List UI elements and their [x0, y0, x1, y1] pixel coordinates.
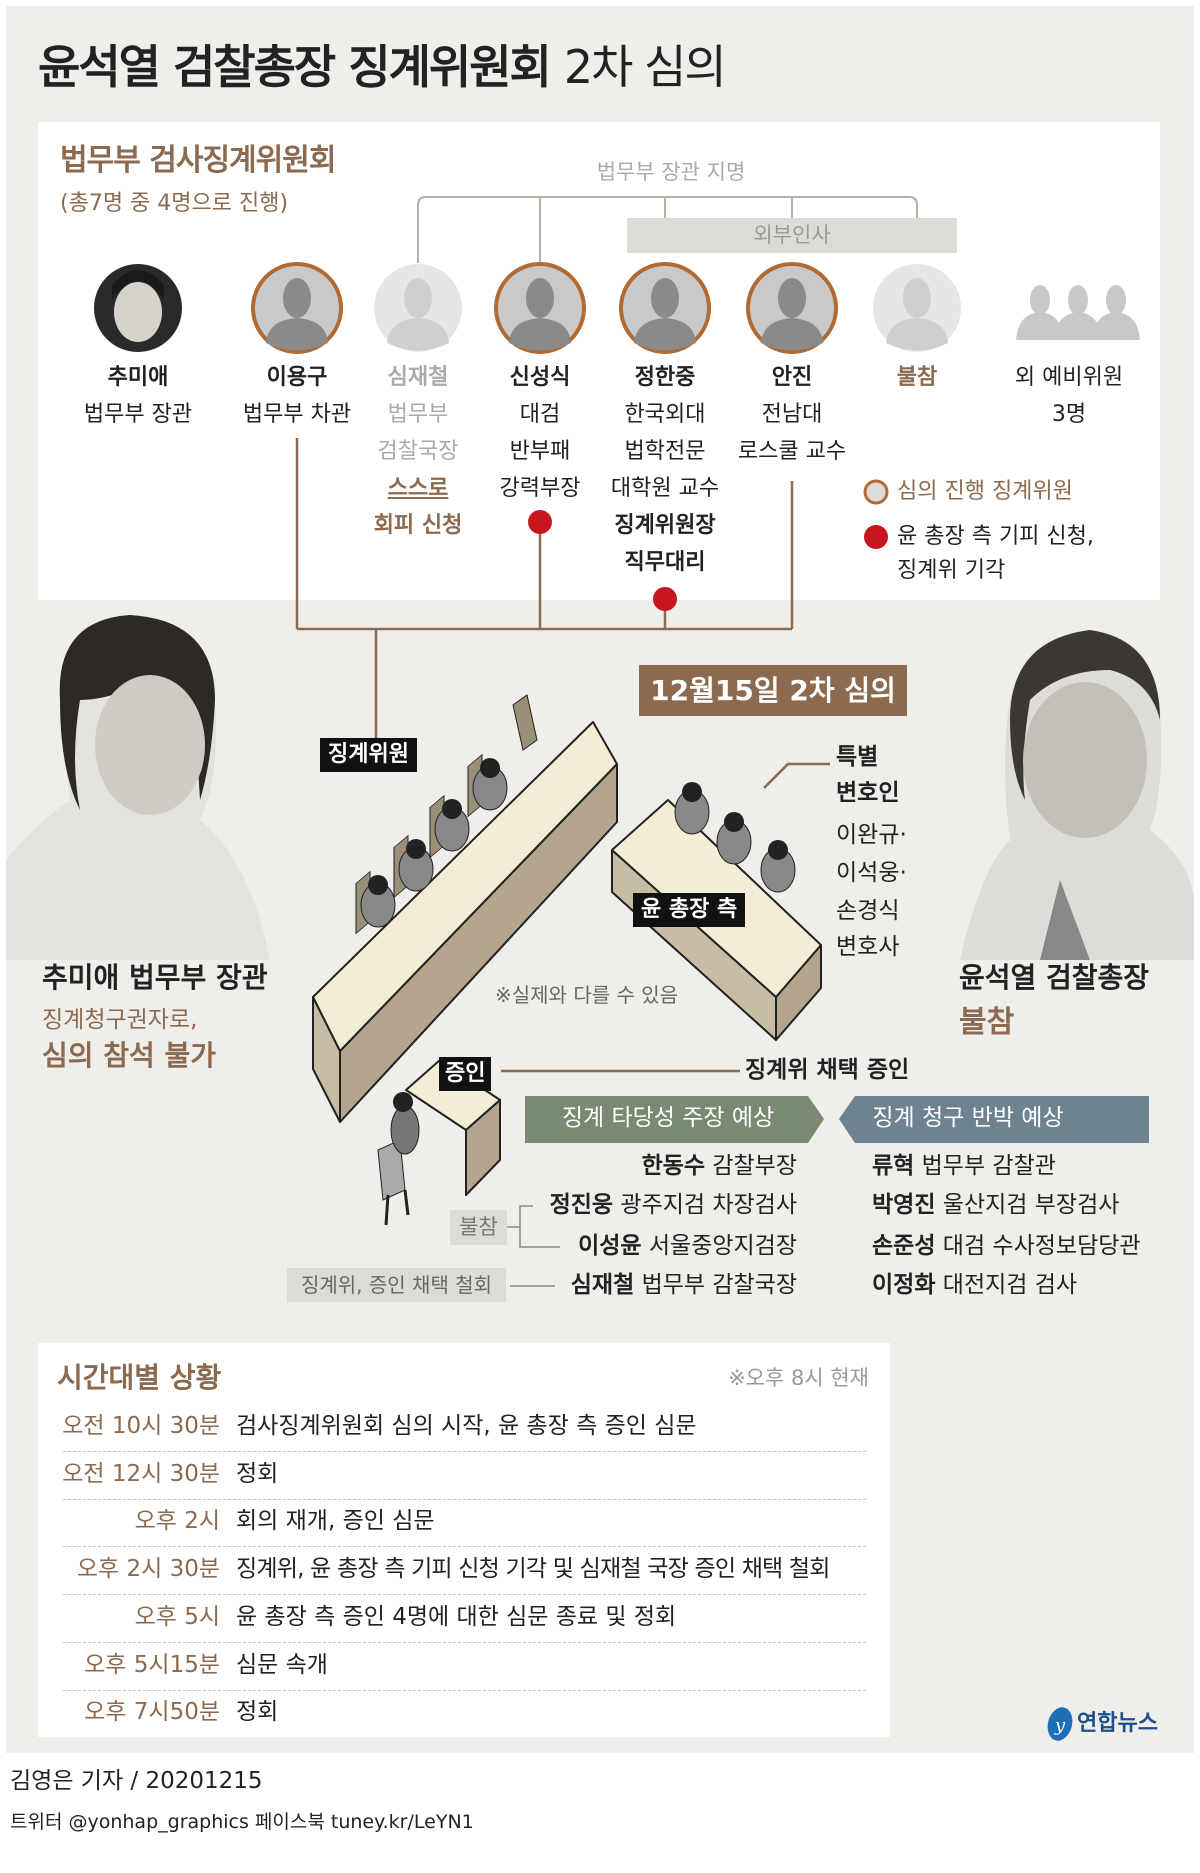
rejected-dot	[653, 587, 677, 611]
social-links: 트위터 @yonhap_graphics 페이스북 tuney.kr/LeYN1	[10, 1811, 474, 1833]
lawyer-name: 이완규·	[836, 822, 907, 848]
outsider-label: 외부인사	[753, 223, 831, 247]
legend-ring-label: 심의 진행 징계위원	[897, 479, 1073, 504]
timeline-title: 시간대별 상황	[57, 1361, 222, 1394]
witness-left-row: 이성윤 서울중앙지검장	[578, 1233, 797, 1259]
divider	[63, 1594, 866, 1595]
avatar-icons	[251, 262, 1140, 354]
lawyer-name: 이석웅·	[836, 860, 907, 886]
lawyers-title-1: 특별	[836, 744, 879, 770]
witness-right-row: 이정화 대전지검 검사	[872, 1272, 1078, 1298]
committee-people	[355, 694, 538, 935]
left-header-bg	[525, 1096, 824, 1143]
legend-red-label-2: 징계위 기각	[897, 558, 1006, 583]
witness-right-row: 류혁 법무부 감찰관	[872, 1153, 1056, 1179]
avatar-choo	[94, 264, 182, 352]
right-header: 징계 청구 반박 예상	[872, 1105, 1064, 1131]
legend-red-dot-icon	[864, 525, 888, 549]
divider	[63, 1642, 866, 1643]
lawyer-name: 변호사	[836, 934, 900, 960]
witness-desk	[405, 1059, 501, 1196]
legend-ring-icon	[863, 479, 889, 505]
absent-tag: 불참	[450, 1210, 507, 1245]
date-label: 12월15일 2차 심의	[639, 665, 907, 716]
byline: 김영은 기자 / 20201215	[10, 1768, 263, 1794]
left-header: 징계 타당성 주장 예상	[561, 1105, 775, 1131]
choo-note-1: 징계청구권자로,	[42, 1007, 198, 1033]
witness-person	[377, 1092, 420, 1226]
appointed-label: 법무부 장관 지명	[596, 160, 746, 184]
committee-tree-lines	[295, 438, 830, 1073]
divider	[63, 1690, 866, 1691]
divider	[63, 1546, 866, 1547]
timeline-panel	[38, 1343, 890, 1737]
rejected-dot	[528, 510, 552, 534]
choo-photo	[6, 615, 270, 960]
lawyers-title-2: 변호인	[836, 780, 900, 806]
choo-note-2: 심의 참석 불가	[42, 1039, 217, 1072]
yoon-side-label: 윤 총장 측	[633, 893, 746, 927]
yoon-name: 윤석열 검찰총장	[959, 961, 1150, 994]
svg-text:y: y	[1054, 1715, 1066, 1736]
outsider-band	[627, 218, 957, 253]
adopted-witness-label: 징계위 채택 증인	[745, 1057, 910, 1083]
witness-right-row: 손준성 대검 수사정보담당관	[872, 1233, 1141, 1259]
committee-label: 징계위원	[320, 738, 417, 772]
witness-label: 증인	[439, 1057, 492, 1091]
page-title: 윤석열 검찰총장 징계위원회 2차 심의	[38, 40, 727, 94]
committee-subheading: (총7명 중 4명으로 진행)	[60, 191, 289, 216]
disclaimer: ※실제와 다를 수 있음	[495, 983, 679, 1007]
witness-left-row: 심재철 법무부 감찰국장	[570, 1272, 797, 1298]
appointment-bracket	[417, 196, 918, 263]
withdrawn-tag: 징계위, 증인 채택 철회	[287, 1268, 506, 1302]
lawyer-name: 손경식	[836, 898, 900, 924]
right-header-bg	[839, 1096, 1149, 1143]
committee-table	[312, 721, 618, 1123]
choo-name: 추미애 법무부 장관	[42, 961, 268, 994]
yonhap-logo-text: 연합뉴스	[1077, 1711, 1158, 1736]
committee-panel	[38, 122, 1160, 600]
divider	[63, 1499, 866, 1500]
committee-heading: 법무부 검사징계위원회	[60, 143, 336, 178]
reserve-members-icon	[1016, 285, 1140, 340]
divider	[63, 1451, 866, 1452]
witness-left-row: 한동수 감찰부장	[641, 1153, 797, 1179]
yoon-photo	[960, 630, 1194, 960]
timeline-as-of: ※오후 8시 현재	[728, 1366, 869, 1390]
absent-bracket	[507, 1205, 560, 1287]
witness-right-row: 박영진 울산지검 부장검사	[872, 1192, 1120, 1218]
legend-red-label: 윤 총장 측 기피 신청,	[897, 524, 1094, 549]
member-absent: 불참	[896, 365, 938, 390]
witness-left-row: 정진웅 광주지검 차장검사	[549, 1192, 797, 1218]
yoon-side-people	[674, 782, 796, 893]
yoon-note: 불참	[959, 1005, 1015, 1040]
yonhap-logo: y	[1047, 1707, 1073, 1741]
